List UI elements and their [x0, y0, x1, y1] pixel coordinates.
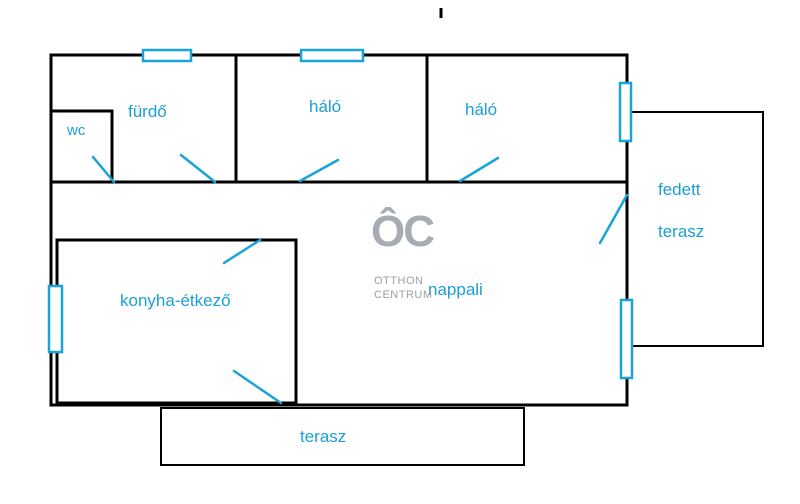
watermark-mark: ÔC	[371, 207, 435, 256]
windows	[47, 48, 634, 380]
door-bath	[179, 153, 217, 184]
label-terrace-bottom: terasz	[300, 427, 347, 446]
watermark-line-2: CENTRUM	[374, 289, 433, 301]
kitchen-walls	[55, 238, 298, 405]
door-terrace-side	[598, 193, 629, 245]
label-terrace-side: terasz	[658, 222, 705, 241]
label-bedroom-2: háló	[465, 100, 498, 119]
door-bedroom-2	[458, 156, 500, 183]
window-bath	[141, 48, 193, 63]
door-kitchen-bottom	[232, 369, 283, 405]
watermark-line-1: OTTHON	[374, 275, 424, 287]
door-wc	[91, 155, 116, 184]
label-wc: wc	[67, 122, 86, 139]
window-kitchen	[47, 284, 64, 354]
window-bedroom-1	[299, 48, 365, 63]
label-kitchen: konyha-étkező	[120, 291, 231, 310]
label-bedroom-1: háló	[309, 97, 342, 116]
label-bathroom: fürdő	[128, 102, 167, 121]
bottom-terrace-outline	[160, 407, 525, 466]
window-bedroom-2	[618, 81, 633, 143]
doors	[91, 153, 629, 405]
window-living	[619, 298, 634, 380]
door-bedroom-1	[298, 158, 340, 183]
label-living: nappali	[428, 280, 483, 299]
label-covered: fedett	[658, 180, 701, 199]
door-kitchen-top	[222, 238, 262, 265]
side-terrace-outline	[626, 111, 764, 347]
